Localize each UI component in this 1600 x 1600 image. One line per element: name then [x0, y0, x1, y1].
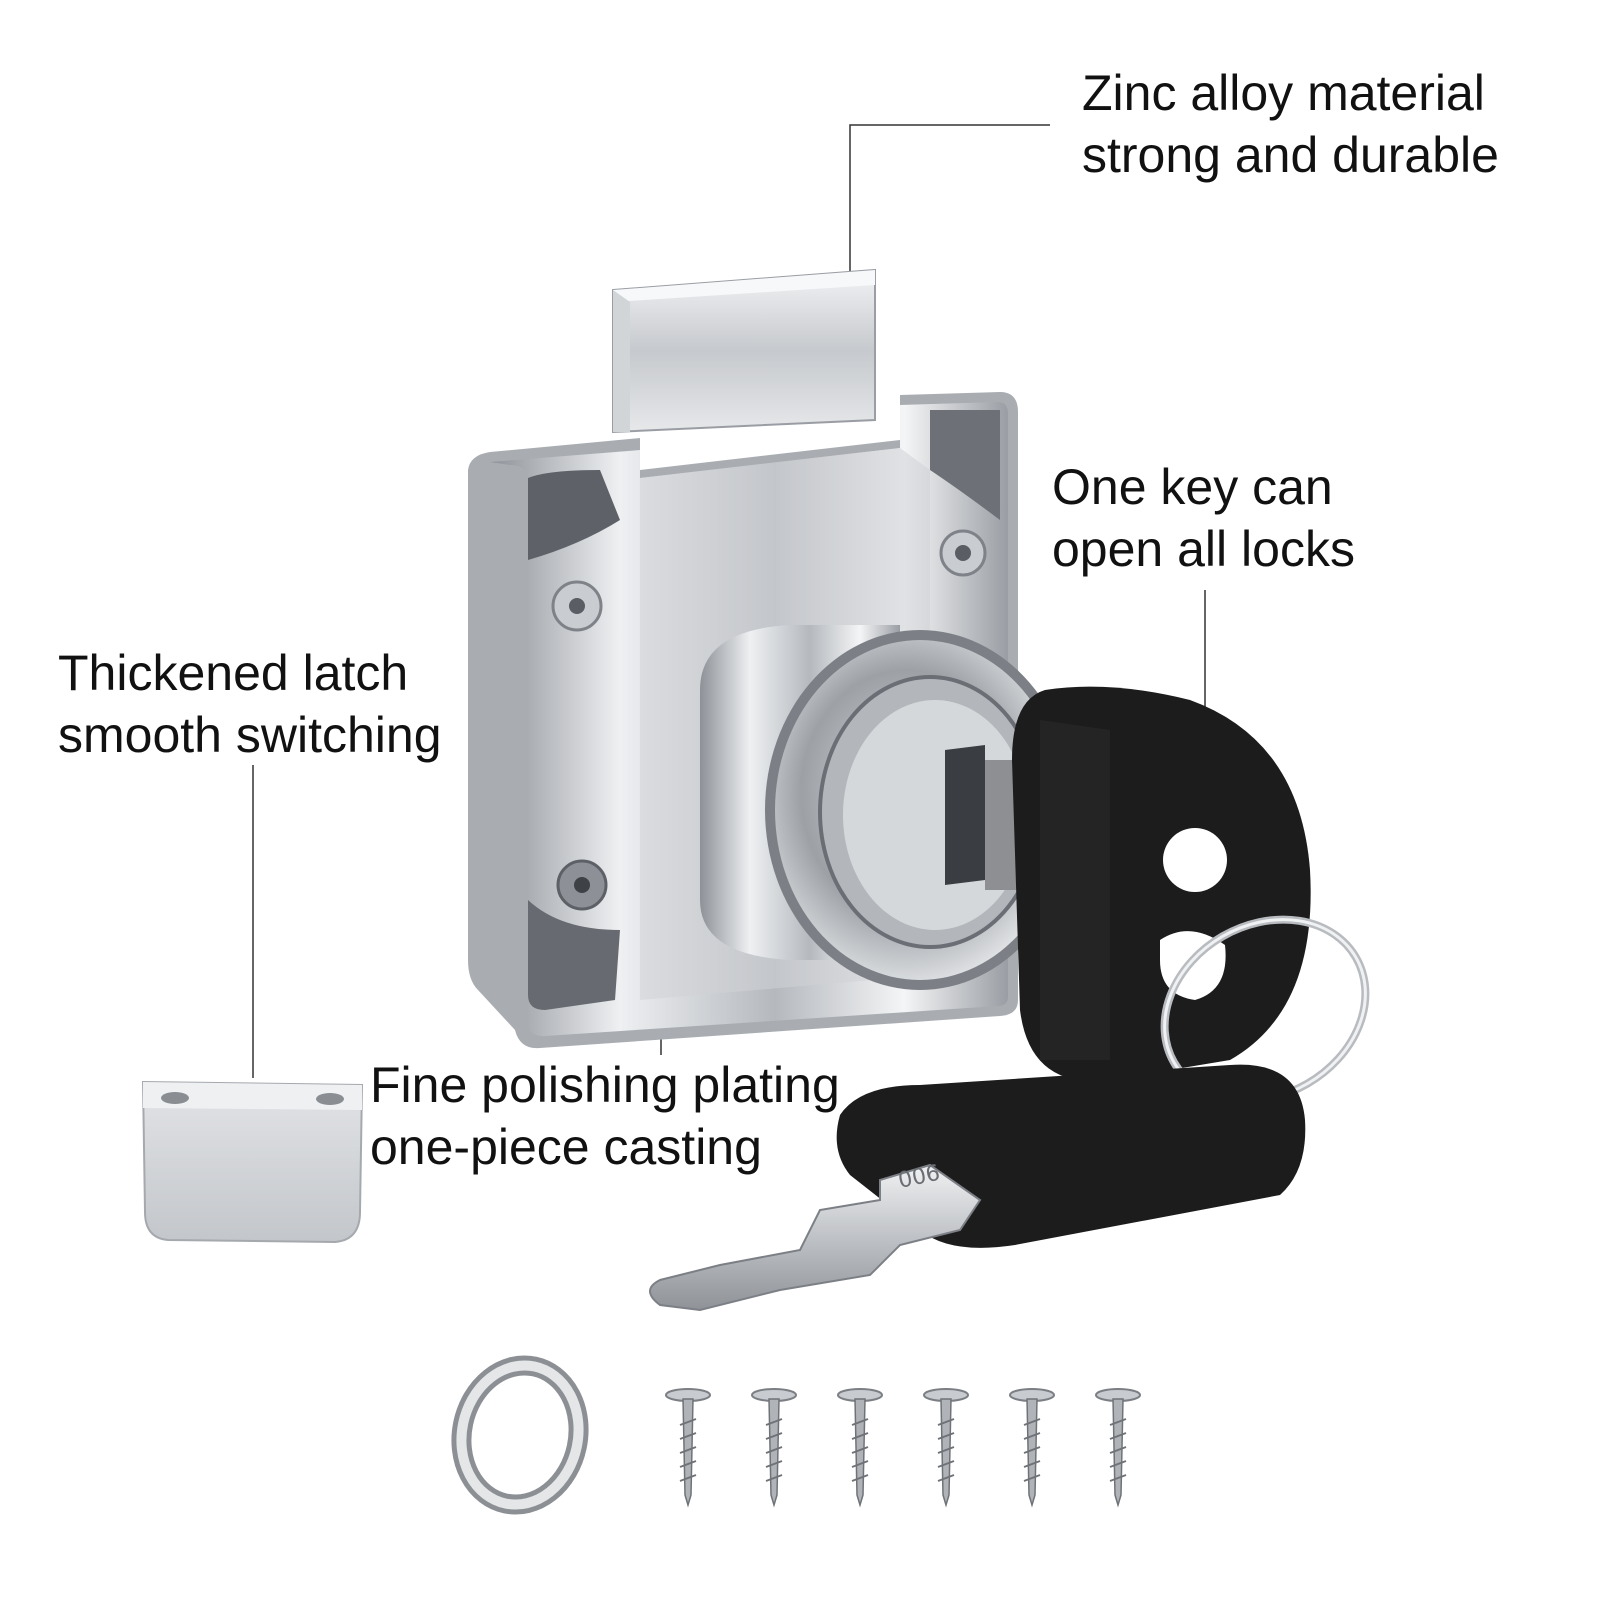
screws: [665, 1388, 1141, 1508]
callout-polish-line1: Fine polishing plating: [370, 1057, 840, 1113]
screw: [751, 1388, 797, 1508]
latch-bolt: [612, 268, 876, 434]
callout-fine-polishing: Fine polishing plating one-piece casting: [370, 1054, 840, 1178]
callout-zinc-line1: Zinc alloy material: [1082, 65, 1485, 121]
callout-polish-line2: one-piece casting: [370, 1119, 762, 1175]
callout-key-line1: One key can: [1052, 459, 1333, 515]
callout-thickened-latch: Thickened latch smooth switching: [58, 642, 442, 766]
leader-line-zinc: [849, 124, 1050, 322]
strike-plate: [141, 1080, 364, 1244]
callout-key-line2: open all locks: [1052, 521, 1355, 577]
screw: [1009, 1388, 1055, 1508]
key-loose: 006: [649, 1064, 1306, 1312]
screw: [923, 1388, 969, 1508]
callout-latch-line2: smooth switching: [58, 707, 442, 763]
callout-latch-line1: Thickened latch: [58, 645, 409, 701]
ring-washer: [451, 1355, 589, 1515]
key-inserted: [1012, 686, 1311, 1082]
callout-one-key: One key can open all locks: [1052, 456, 1355, 580]
screw: [1095, 1388, 1141, 1508]
callout-zinc-line2: strong and durable: [1082, 127, 1499, 183]
callout-zinc-alloy: Zinc alloy material strong and durable: [1082, 62, 1499, 186]
screw: [837, 1388, 883, 1508]
screw: [665, 1388, 711, 1508]
